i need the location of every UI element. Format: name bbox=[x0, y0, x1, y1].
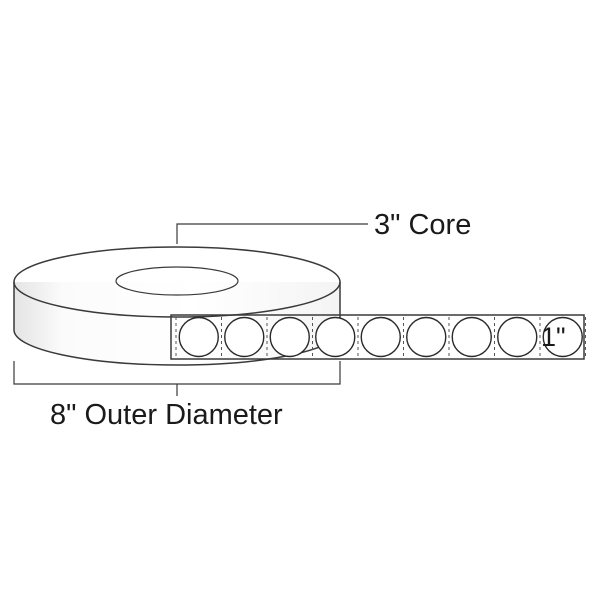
core-callout: 3" Core bbox=[176, 209, 471, 244]
circle-label bbox=[315, 316, 356, 358]
label-cells bbox=[175, 316, 586, 358]
circle-label bbox=[224, 316, 265, 358]
roll-top-face bbox=[13, 246, 341, 318]
circle-label bbox=[360, 316, 401, 358]
label-liner bbox=[170, 314, 585, 360]
outer-diameter-label: 8" Outer Diameter bbox=[50, 399, 283, 431]
circle-label bbox=[497, 316, 538, 358]
circle-label bbox=[542, 316, 583, 358]
label-size-text: 1" bbox=[541, 322, 566, 352]
circle-label bbox=[178, 316, 219, 358]
core-label: 3" Core bbox=[374, 209, 471, 241]
circle-label bbox=[269, 316, 310, 358]
label-strip bbox=[170, 314, 586, 360]
roll-core bbox=[115, 266, 239, 296]
circle-label bbox=[451, 316, 492, 358]
outer-diameter-callout: 8" Outer Diameter bbox=[13, 361, 341, 431]
core-leader-line bbox=[176, 223, 368, 244]
circle-label bbox=[406, 316, 447, 358]
